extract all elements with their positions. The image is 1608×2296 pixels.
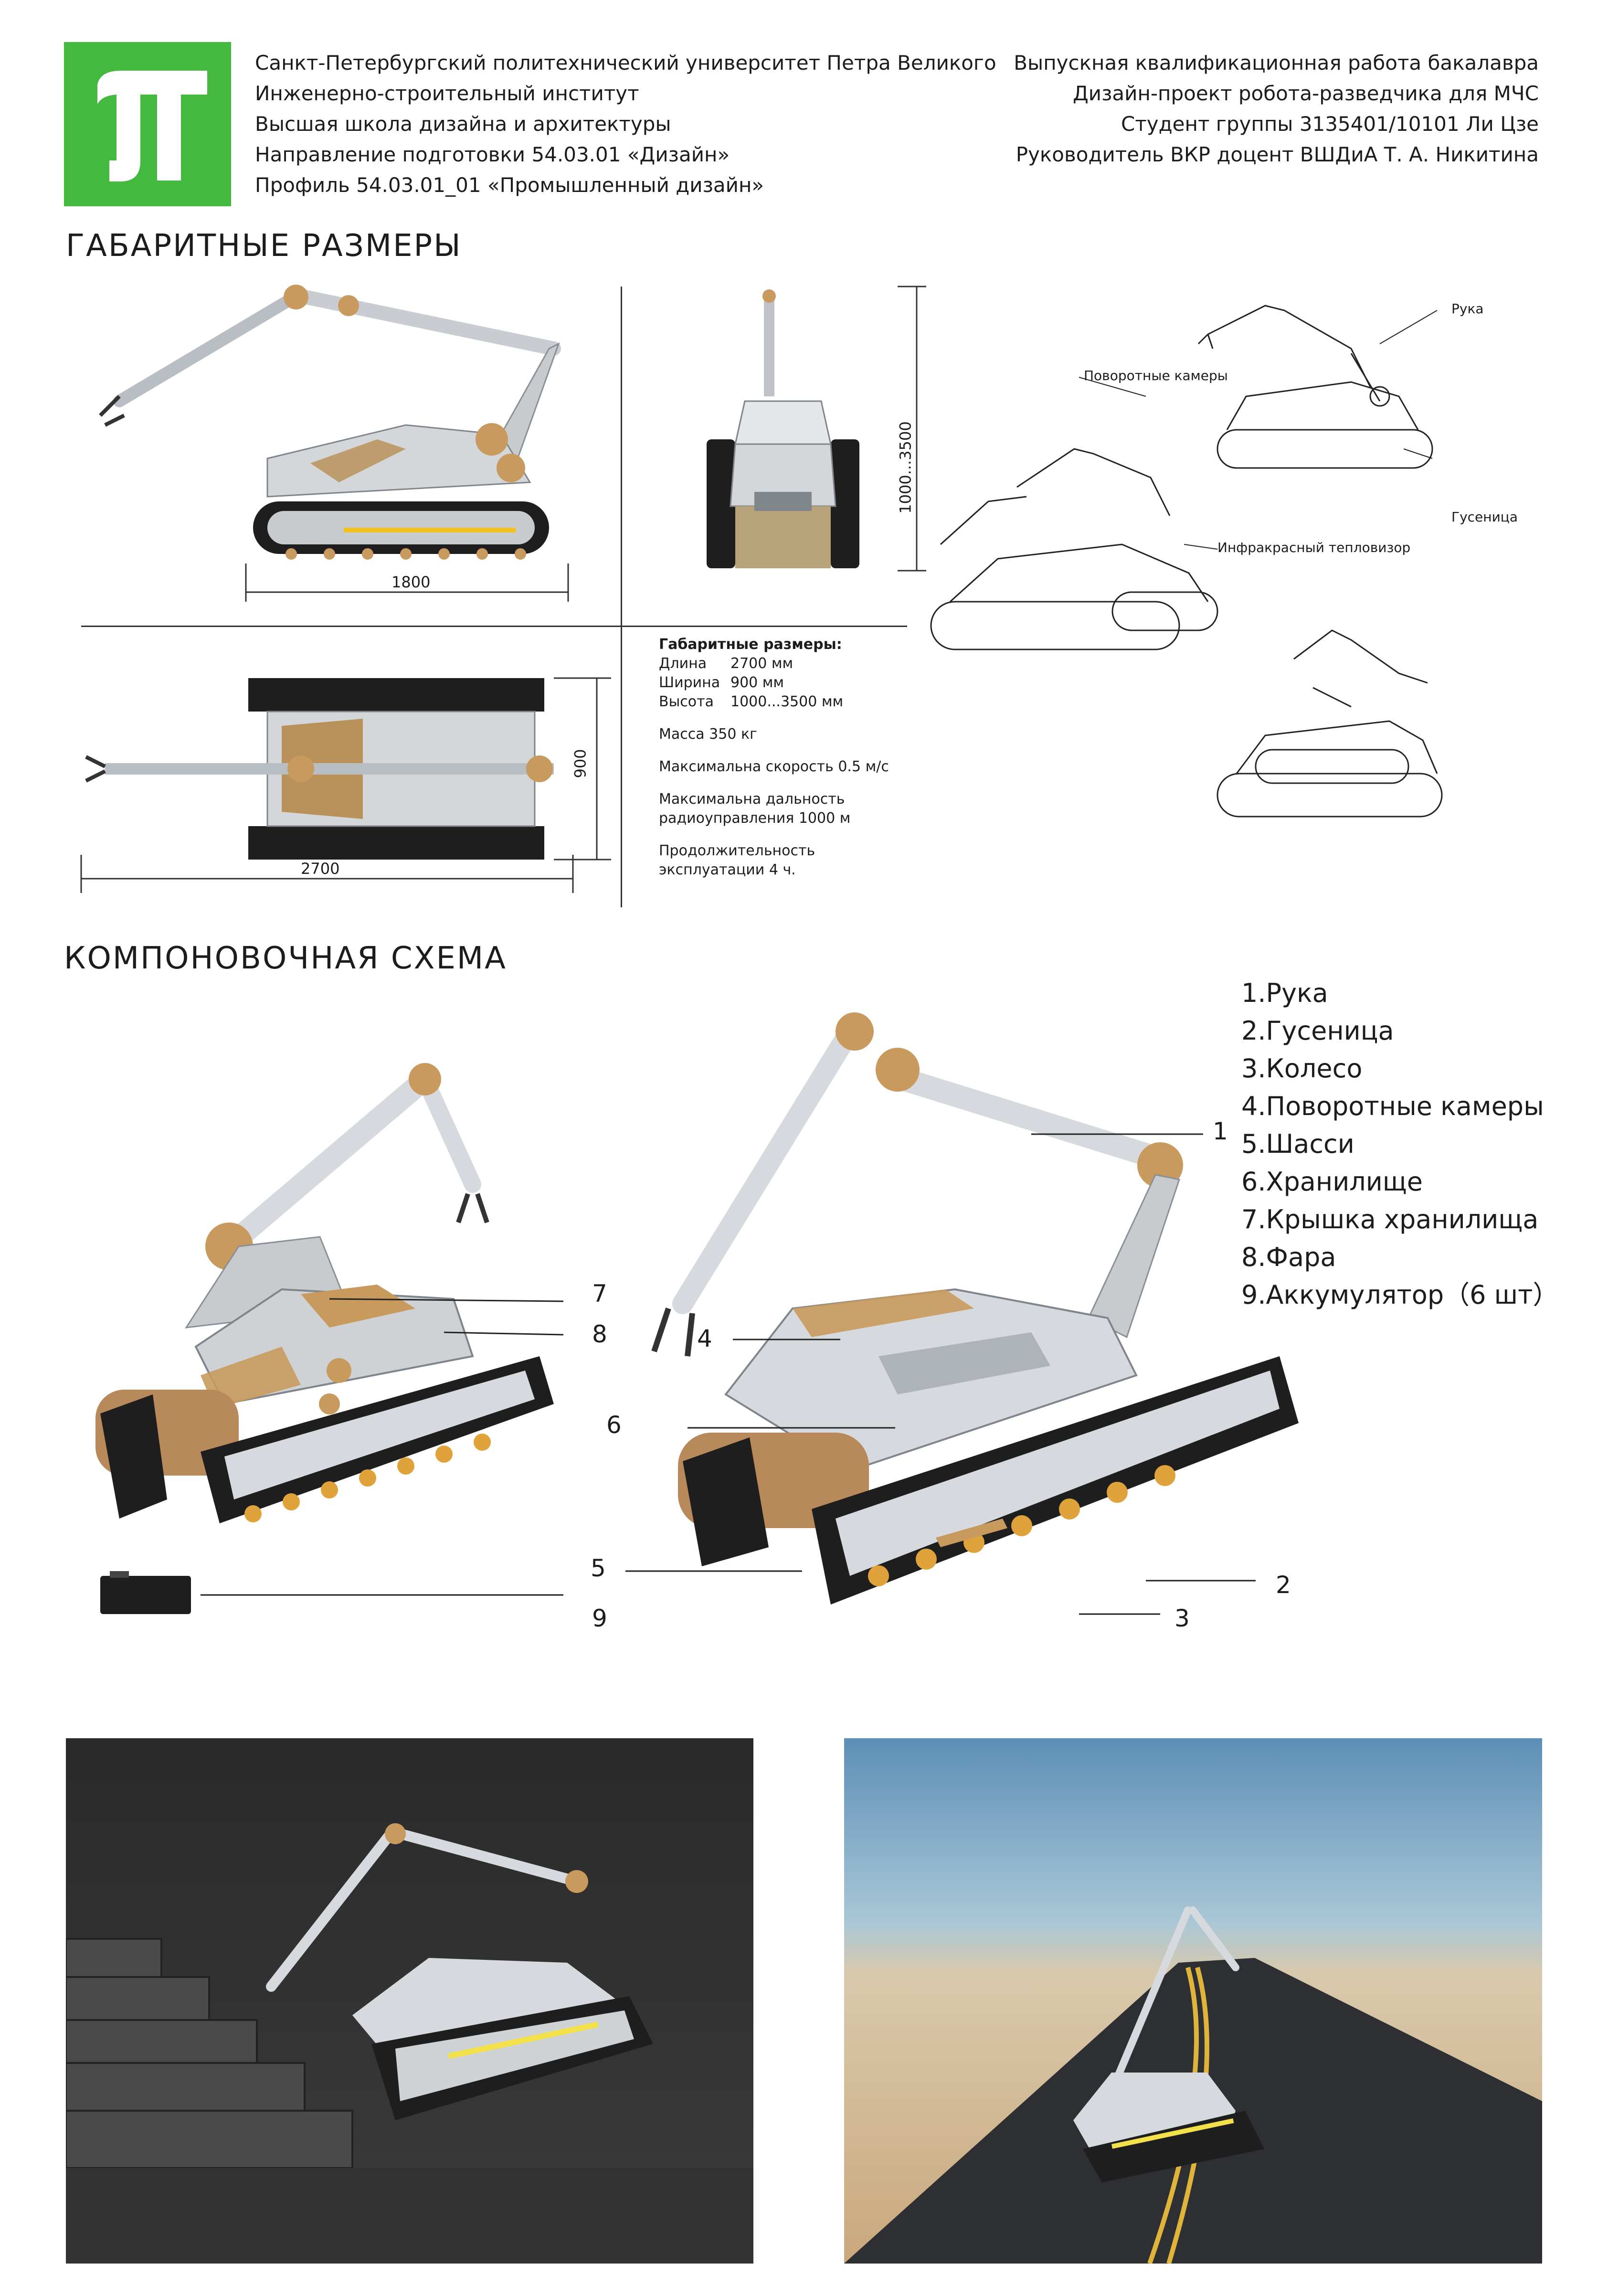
divider-horizontal xyxy=(81,626,907,627)
spec-range-line: радиоуправления 1000 м xyxy=(659,810,851,827)
dimension-front-height: 1000...3500 xyxy=(896,421,915,514)
robot-lineart-views xyxy=(930,305,1443,818)
spec-label: Длина xyxy=(659,655,707,672)
spec-duration-line: Продолжительность xyxy=(659,842,815,859)
dimension-top-width: 900 xyxy=(571,749,590,778)
legend-item: 1.Рука xyxy=(1241,978,1328,1008)
robot-render-left xyxy=(95,1063,564,1614)
header-left-line: Направление подготовки 54.03.01 «Дизайн» xyxy=(255,143,730,166)
number-label-6: 6 xyxy=(606,1411,622,1439)
component-legend: 1.Рука 2.Гусеница 3.Колесо 4.Поворотные … xyxy=(1241,974,1559,1314)
section-title-layout: КОМПОНОВОЧНАЯ СХЕМА xyxy=(64,941,507,976)
legend-item: 8.Фара xyxy=(1241,1242,1336,1272)
number-label-2: 2 xyxy=(1276,1571,1291,1599)
dimension-side-width: 1800 xyxy=(391,573,431,591)
legend-item: 2.Гусеница xyxy=(1241,1016,1394,1046)
header-left-block: Санкт-Петербургский политехнический унив… xyxy=(255,48,996,201)
number-label-3: 3 xyxy=(1174,1605,1190,1632)
header-left-line: Санкт-Петербургский политехнический унив… xyxy=(255,51,996,74)
legend-item: 9.Аккумулятор（6 шт） xyxy=(1241,1280,1559,1310)
spec-value: 2700 мм xyxy=(730,655,793,672)
legend-item: 4.Поворотные камеры xyxy=(1241,1091,1544,1121)
header-left-line: Инженерно-строительный институт xyxy=(255,82,639,105)
robot-top-view xyxy=(80,677,611,893)
number-label-1: 1 xyxy=(1213,1117,1228,1145)
header-right-line: Руководитель ВКР доцент ВШДиА Т. А. Ники… xyxy=(1016,143,1539,166)
header-left-line: Профиль 54.03.01_01 «Промышленный дизайн… xyxy=(255,173,764,197)
callout-arm: Рука xyxy=(1451,301,1484,317)
robot-side-view xyxy=(99,285,569,602)
desert-scene-image xyxy=(844,1906,1542,2264)
legend-item: 6.Хранилище xyxy=(1241,1167,1423,1197)
spec-row: Высота 1000...3500 мм xyxy=(659,692,889,712)
number-label-9: 9 xyxy=(592,1605,607,1632)
specs-block: Габаритные размеры: Длина 2700 мм Ширина 9… xyxy=(659,635,889,880)
spec-value: 900 мм xyxy=(730,674,784,691)
spec-label: Высота xyxy=(659,693,714,710)
legend-item: 5.Шасси xyxy=(1241,1129,1354,1159)
specs-title: Габаритные размеры: xyxy=(659,636,842,653)
dimension-height-line xyxy=(898,286,926,572)
divider-vertical xyxy=(621,287,622,907)
spec-range-line: Максимальна дальность xyxy=(659,791,845,808)
callout-thermal: Инфракрасный тепловизор xyxy=(1217,540,1411,555)
stairs-scene-image xyxy=(66,1823,753,2264)
header-right-block: Выпускная квалификационная работа бакала… xyxy=(1014,48,1539,170)
robot-front-view xyxy=(707,289,859,568)
legend-item: 3.Колесо xyxy=(1241,1053,1363,1084)
spec-speed: Максимальна скорость 0.5 м/с xyxy=(659,758,889,775)
legend-item: 7.Крышка хранилища xyxy=(1241,1204,1539,1234)
header-right-line: Дизайн-проект робота-разведчика для МЧС xyxy=(1072,82,1539,105)
callout-cameras: Поворотные камеры xyxy=(1084,368,1228,383)
dimension-top-length: 2700 xyxy=(301,860,340,878)
number-label-7: 7 xyxy=(592,1280,607,1307)
section-title-dimensions: ГАБАРИТНЫЕ РАЗМЕРЫ xyxy=(66,228,462,264)
header-right-line: Выпускная квалификационная работа бакала… xyxy=(1014,51,1539,74)
spec-value: 1000...3500 мм xyxy=(730,693,844,710)
render-photo-dark-stairs xyxy=(66,1738,753,2264)
number-label-8: 8 xyxy=(592,1320,607,1348)
university-logo xyxy=(64,42,231,206)
pi-logo-icon xyxy=(97,71,207,181)
spec-row: Ширина 900 мм xyxy=(659,673,889,692)
spec-duration-line: эксплуатации 4 ч. xyxy=(659,861,796,878)
number-label-4: 4 xyxy=(697,1325,712,1352)
header-left-line: Высшая школа дизайна и архитектуры xyxy=(255,112,671,136)
callout-track: Гусеница xyxy=(1451,509,1518,525)
number-label-5: 5 xyxy=(591,1554,606,1582)
render-photo-desert-road xyxy=(844,1738,1542,2264)
header-right-line: Студент группы 3135401/10101 Ли Цзе xyxy=(1121,112,1539,136)
spec-label: Ширина xyxy=(659,674,720,691)
spec-mass: Масса 350 кг xyxy=(659,726,757,743)
spec-row: Длина 2700 мм xyxy=(659,654,889,673)
robot-render-right xyxy=(625,1012,1299,1615)
